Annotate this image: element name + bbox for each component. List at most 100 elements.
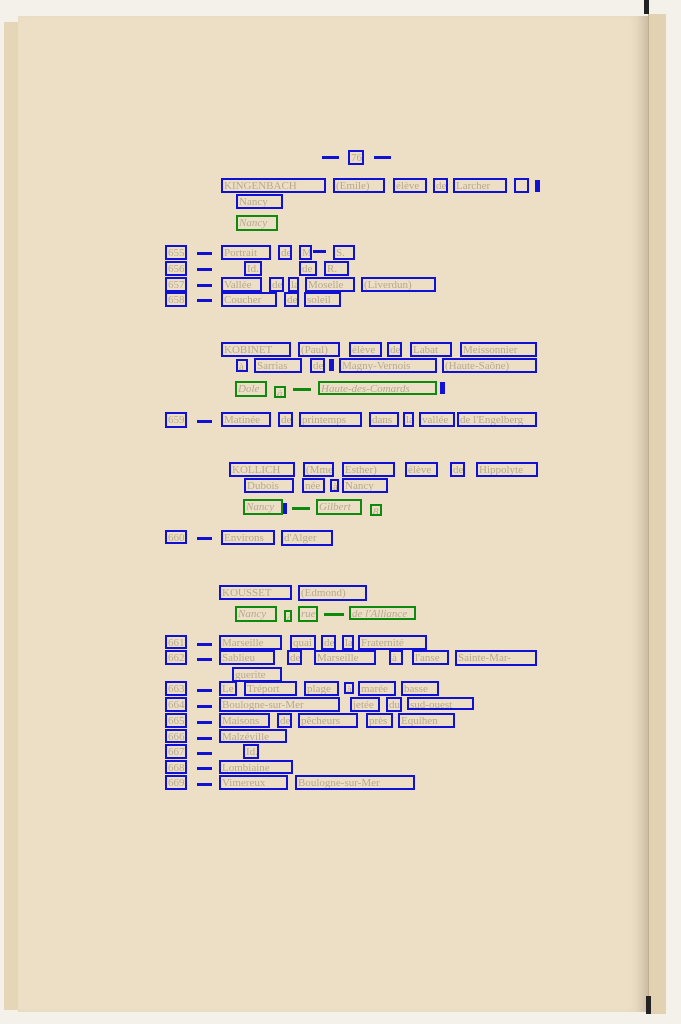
binding-mark-top — [644, 0, 649, 14]
work-title-word: de — [321, 635, 336, 650]
text-word: à — [330, 479, 339, 492]
artist-address: Nancy — [236, 215, 278, 231]
work-title-word: Id. — [244, 261, 262, 276]
artist-given-name: (Paul) — [298, 342, 340, 357]
work-title-word: de — [284, 292, 299, 307]
work-title-word: la — [403, 412, 414, 427]
work-title-word: marée — [358, 681, 396, 696]
work-number: 664 — [165, 697, 187, 712]
artist-role: élève — [393, 178, 427, 193]
work-dash — [197, 752, 212, 755]
address-street: Gilbert — [316, 499, 362, 515]
artist-name: KOUSSET — [219, 585, 292, 600]
work-title-word: R. — [324, 261, 349, 276]
text-word: de — [450, 462, 465, 477]
work-dash — [197, 643, 212, 646]
work-title-word: Equihen — [398, 713, 455, 728]
work-dash — [197, 737, 212, 740]
artist-teacher: Labat — [410, 342, 452, 357]
work-title-word: Maisons — [219, 713, 270, 728]
work-title-word: la — [288, 277, 299, 292]
work-dash — [197, 299, 212, 302]
work-title-word: Environs — [221, 530, 275, 545]
work-title-word: Sablieu — [219, 650, 275, 665]
work-title-word: soleil — [304, 292, 341, 307]
work-number: 669 — [165, 775, 187, 790]
artist-teacher: Larcher — [453, 178, 507, 193]
work-title-word: Vallée — [221, 277, 262, 292]
work-title-word: Portrait — [221, 245, 271, 260]
work-dash — [197, 420, 212, 423]
work-title-word: du — [386, 697, 402, 712]
work-number: 660 — [165, 530, 187, 544]
artist-name: KINGENBACH — [221, 178, 326, 193]
work-title-word: pêcheurs — [298, 713, 358, 728]
work-dash — [197, 284, 212, 287]
address-dash — [292, 507, 310, 510]
punctuation-mark — [535, 180, 540, 192]
work-number: 661 — [165, 635, 187, 649]
page-right-edge — [648, 14, 667, 1014]
work-number: 658 — [165, 292, 187, 307]
work-dash — [197, 767, 212, 770]
work-number: 659 — [165, 412, 187, 428]
artist-given-name: (Emile) — [333, 178, 385, 193]
work-dash — [197, 537, 212, 540]
text-word: de — [387, 342, 402, 357]
work-title-word: S. — [333, 245, 355, 260]
work-title-word: de — [299, 261, 317, 276]
artist-origin: Nancy — [236, 194, 283, 209]
text-word: 8. — [370, 504, 382, 516]
work-title-word: de — [278, 245, 292, 260]
artist-name: KOLLICH — [229, 462, 295, 477]
artist-given-name: (Edmond) — [298, 585, 367, 601]
work-dash — [197, 721, 212, 724]
address-dash — [324, 613, 344, 616]
work-title-word: Boulogne-sur-Mer — [295, 775, 415, 790]
work-title-word: Tréport — [244, 681, 297, 696]
work-title-word: Fraternité — [358, 635, 427, 650]
work-title-word: l'anse — [412, 650, 449, 665]
work-title-word: de — [278, 412, 293, 427]
work-title-word: Vimereux — [219, 775, 288, 790]
text-word: à — [284, 610, 292, 622]
work-title-word: de — [277, 713, 292, 728]
page-number: 76 — [348, 150, 364, 165]
work-title-word: Sainte-Mar- — [455, 650, 537, 666]
work-title-word: printemps — [299, 412, 362, 427]
work-title-word: près — [366, 713, 393, 728]
work-number: 666 — [165, 729, 187, 743]
work-dash — [197, 689, 212, 692]
punctuation-mark — [329, 359, 334, 371]
work-title-word: Le — [219, 681, 237, 696]
work-title-word: de — [287, 650, 302, 665]
binding-mark-bottom — [646, 996, 651, 1014]
work-dash — [197, 252, 212, 255]
artist-teacher: Meissonnier — [460, 342, 537, 357]
work-number: 657 — [165, 277, 187, 292]
punctuation-mark — [283, 503, 287, 514]
page-number-dash-left — [322, 156, 339, 159]
work-title-word: plage — [304, 681, 339, 696]
text-word: rue — [298, 606, 318, 622]
work-title-word: la — [342, 635, 354, 650]
work-number: 665 — [165, 713, 187, 728]
artist-given-name: Esther) — [342, 462, 395, 477]
address-street: Haute-des-Comards — [318, 381, 437, 395]
work-number: 667 — [165, 744, 187, 759]
work-title-word: jetée — [350, 697, 380, 712]
artist-role: élève — [349, 342, 382, 357]
work-title-word: (Liverdun) — [361, 277, 436, 292]
text-word: Magny-Vernois — [339, 358, 437, 373]
text-word: Dubois — [244, 478, 294, 493]
work-number: 668 — [165, 760, 187, 774]
artist-address: Nancy — [243, 499, 283, 515]
work-title-word: M. — [299, 245, 312, 260]
work-number: 662 — [165, 650, 187, 665]
address-street: de l'Alliance — [349, 606, 416, 620]
text-word: à — [236, 359, 248, 372]
work-title-word: Coucher — [221, 292, 277, 307]
work-title-word: Marseille — [314, 650, 376, 665]
artist-name: KOBINET — [221, 342, 291, 357]
